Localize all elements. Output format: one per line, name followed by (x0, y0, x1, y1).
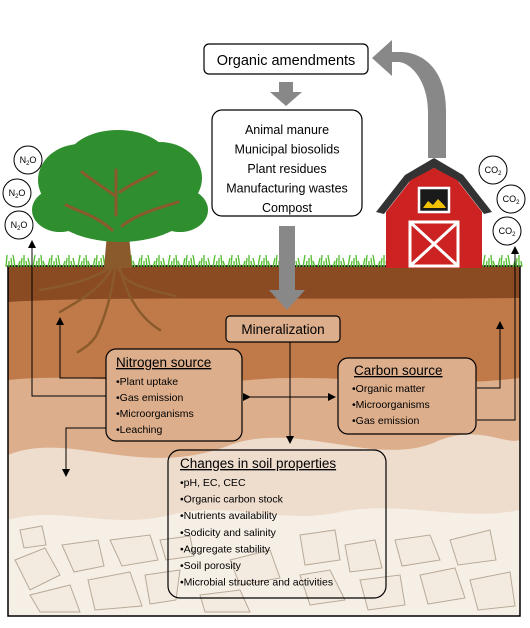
co2-emissions (478, 155, 526, 246)
tree (32, 130, 208, 354)
organic-matter-line (477, 321, 504, 389)
nitrogen-source-title: Nitrogen source (116, 355, 211, 370)
nitrogen-source-item: •Gas emission (116, 392, 183, 404)
nitrogen-source-item: •Plant uptake (116, 376, 178, 388)
amendment-item: Animal manure (245, 123, 329, 137)
co2-bubble (496, 184, 526, 214)
n2o-bubble (2, 178, 32, 208)
tree-roots (38, 266, 178, 354)
gas-emission-co2-line (477, 246, 519, 421)
nitrogen-source-box: Nitrogen source •Plant uptake •Gas emissi… (105, 348, 243, 442)
barn-roof (376, 158, 492, 214)
co2-label: CO2 (499, 226, 517, 238)
plant-uptake-line (56, 317, 108, 379)
barn-loft-window (417, 186, 451, 214)
amendment-item: Compost (262, 201, 313, 215)
leaching-line (62, 427, 108, 477)
n2o-bubble (13, 145, 43, 175)
n2o-bubble (4, 210, 34, 240)
rock-fragments (14, 525, 516, 613)
tree-branches (64, 168, 180, 232)
barn-to-amendments-arrow (372, 40, 446, 158)
barn (376, 158, 492, 268)
co2-bubble (478, 155, 508, 185)
co2-label: CO2 (503, 194, 521, 206)
flow-lines (28, 240, 519, 477)
amendments-title-box: Organic amendments (203, 43, 369, 75)
soil-property-item: •Nutrients availability (180, 510, 278, 522)
mineralization-box: Mineralization (225, 315, 341, 343)
amendments-down-arrow (270, 82, 302, 106)
carbon-source-title: Carbon source (354, 363, 443, 378)
carbon-source-item: •Microorganisms (352, 399, 430, 411)
soil-property-item: •pH, EC, CEC (180, 477, 246, 489)
gas-emission-n2o-line (28, 240, 108, 397)
carbon-source-item: •Gas emission (352, 415, 419, 427)
soil-property-item: •Aggregate stability (180, 543, 271, 555)
nitrogen-source-item: •Leaching (116, 424, 162, 436)
carbon-source-box: Carbon source •Organic matter •Microorgan… (337, 357, 477, 435)
soil-property-item: •Sodicity and salinity (180, 527, 277, 539)
sources-to-soil-arrow (269, 226, 305, 310)
amendments-title: Organic amendments (217, 53, 356, 69)
soil-properties-box: Changes in soil properties •pH, EC, CEC •… (167, 449, 387, 599)
tree-canopy (32, 130, 208, 242)
soil-properties-title: Changes in soil properties (180, 456, 336, 471)
amendment-item: Municipal biosolids (235, 143, 340, 157)
carbon-source-item: •Organic matter (352, 383, 426, 395)
soil-property-item: •Microbial structure and activities (180, 577, 333, 589)
n2o-emissions (2, 145, 43, 240)
nitrogen-source-item: •Microorganisms (116, 408, 194, 420)
co2-bubble (492, 216, 522, 246)
amendment-item: Manufacturing wastes (226, 182, 348, 196)
soil-property-item: •Organic carbon stock (180, 494, 284, 506)
n2o-label: N2O (20, 155, 37, 167)
soil-property-item: •Soil porosity (180, 560, 242, 572)
mineralization-label: Mineralization (241, 322, 324, 337)
co2-label: CO2 (485, 165, 503, 177)
n2o-label: N2O (11, 220, 28, 232)
n2o-label: N2O (9, 188, 26, 200)
amendment-item: Plant residues (247, 162, 326, 176)
